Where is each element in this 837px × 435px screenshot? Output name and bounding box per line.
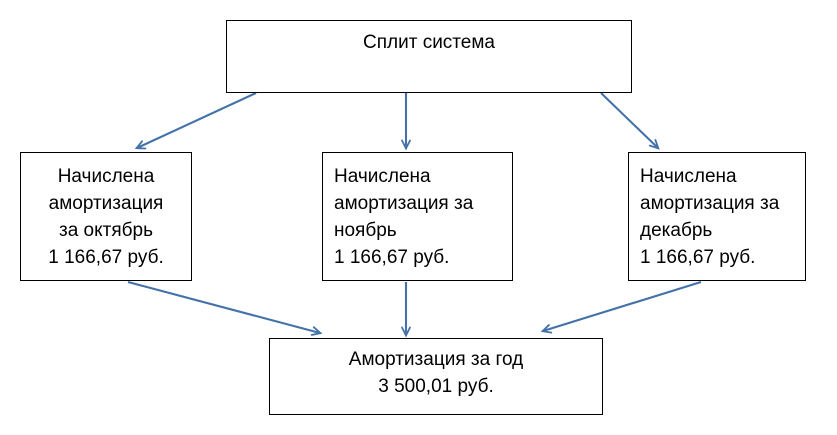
node-depreciation-december: Начислена амортизация за декабрь 1 166,6… bbox=[628, 152, 806, 281]
node-split-system-label: Сплит система bbox=[363, 32, 495, 53]
node-depreciation-november: Начислена амортизация за ноябрь 1 166,67… bbox=[322, 152, 513, 281]
node-depreciation-october: Начислена амортизация за октябрь 1 166,6… bbox=[20, 152, 192, 281]
arrow-split-to-october bbox=[134, 92, 257, 150]
node-depreciation-december-label: Начислена амортизация за декабрь 1 166,6… bbox=[640, 166, 780, 268]
node-depreciation-year-total: Амортизация за год 3 500,01 руб. bbox=[269, 338, 603, 415]
node-split-system: Сплит система bbox=[226, 20, 632, 93]
arrow-october-to-year-total bbox=[127, 280, 323, 336]
arrow-split-to-december bbox=[600, 92, 660, 150]
node-depreciation-october-label: Начислена амортизация за октябрь 1 166,6… bbox=[48, 166, 164, 268]
arrow-december-to-year-total bbox=[540, 280, 702, 334]
node-depreciation-november-label: Начислена амортизация за ноябрь 1 166,67… bbox=[334, 166, 474, 268]
node-depreciation-year-total-label: Амортизация за год 3 500,01 руб. bbox=[348, 349, 524, 397]
